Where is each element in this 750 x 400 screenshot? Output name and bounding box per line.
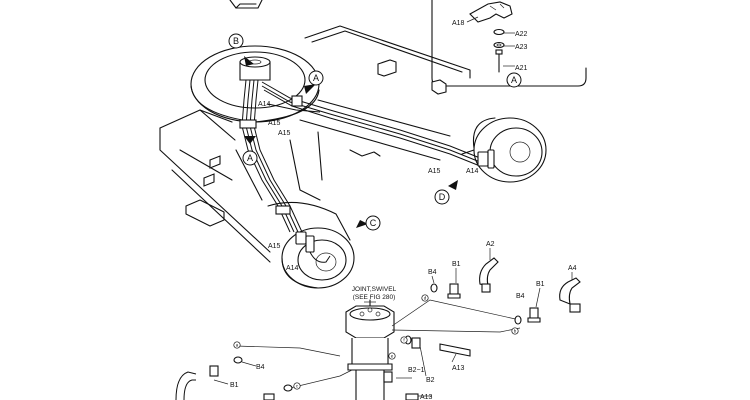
svg-text:d: d [424,296,427,301]
callout-b1: B1 [230,382,239,389]
view-markers: B A A C D A [228,33,522,231]
line-marker-c: c [293,382,301,390]
view-marker-a: A [308,70,324,86]
callout-b1: B1 [536,281,545,288]
location-arrows [244,56,458,228]
line-marker-f: f [400,336,408,344]
callout-b2: B2 [426,377,435,384]
top-left-bracket [229,0,263,9]
view-marker-a-detail: A [506,72,522,88]
callout-a22: A22 [515,31,528,38]
callout-b1: B1 [452,261,461,268]
svg-text:A: A [247,153,253,163]
line-marker-a: a [233,341,241,349]
line-marker-d: d [421,294,429,302]
part-callouts: A18 A22 A23 A21 A14 A15 A15 A15 A14 A15 … [230,20,577,400]
swivel-joint-note-line1: JOINT,SWIVEL [352,286,397,293]
svg-text:f: f [403,338,405,343]
callout-a2: A2 [486,241,495,248]
callout-a18: A18 [452,20,465,27]
callout-a13: A13 [420,394,433,400]
detail-a-group [431,0,587,87]
svg-text:C: C [370,218,377,228]
callout-a15: A15 [278,130,291,137]
view-marker-b: B [228,33,244,49]
callout-b2-1: B2−1 [408,367,425,374]
callout-a15: A15 [268,243,281,250]
callout-a14: A14 [258,101,271,108]
callout-a14: A14 [286,265,299,272]
callout-a15: A15 [428,168,441,175]
svg-text:B: B [233,36,239,46]
svg-text:e: e [391,354,394,359]
line-marker-e: e [388,352,396,360]
swivel-joint-note-line2: (SEE FIG 280) [353,294,396,301]
callout-a4: A4 [568,265,577,272]
svg-text:a: a [236,343,239,348]
svg-text:A: A [313,73,319,83]
svg-text:b: b [514,329,517,334]
view-marker-a: A [242,150,258,166]
callout-a23: A23 [515,44,528,51]
callout-a13: A13 [452,365,465,372]
view-marker-d: D [434,189,450,205]
callout-a14: A14 [466,168,479,175]
lower-parts-section [175,248,581,400]
view-marker-c: C [365,215,381,231]
callout-b4: B4 [516,293,525,300]
line-marker-b: b [511,327,519,335]
line-markers: d b a c f e [233,294,519,390]
hose-routing [239,79,495,263]
svg-text:c: c [296,384,299,389]
svg-text:A: A [511,75,517,85]
callout-a15: A15 [268,120,281,127]
svg-text:D: D [439,192,446,202]
callout-a21: A21 [515,65,528,72]
callout-b4: B4 [428,269,437,276]
callout-b4: B4 [256,364,265,371]
